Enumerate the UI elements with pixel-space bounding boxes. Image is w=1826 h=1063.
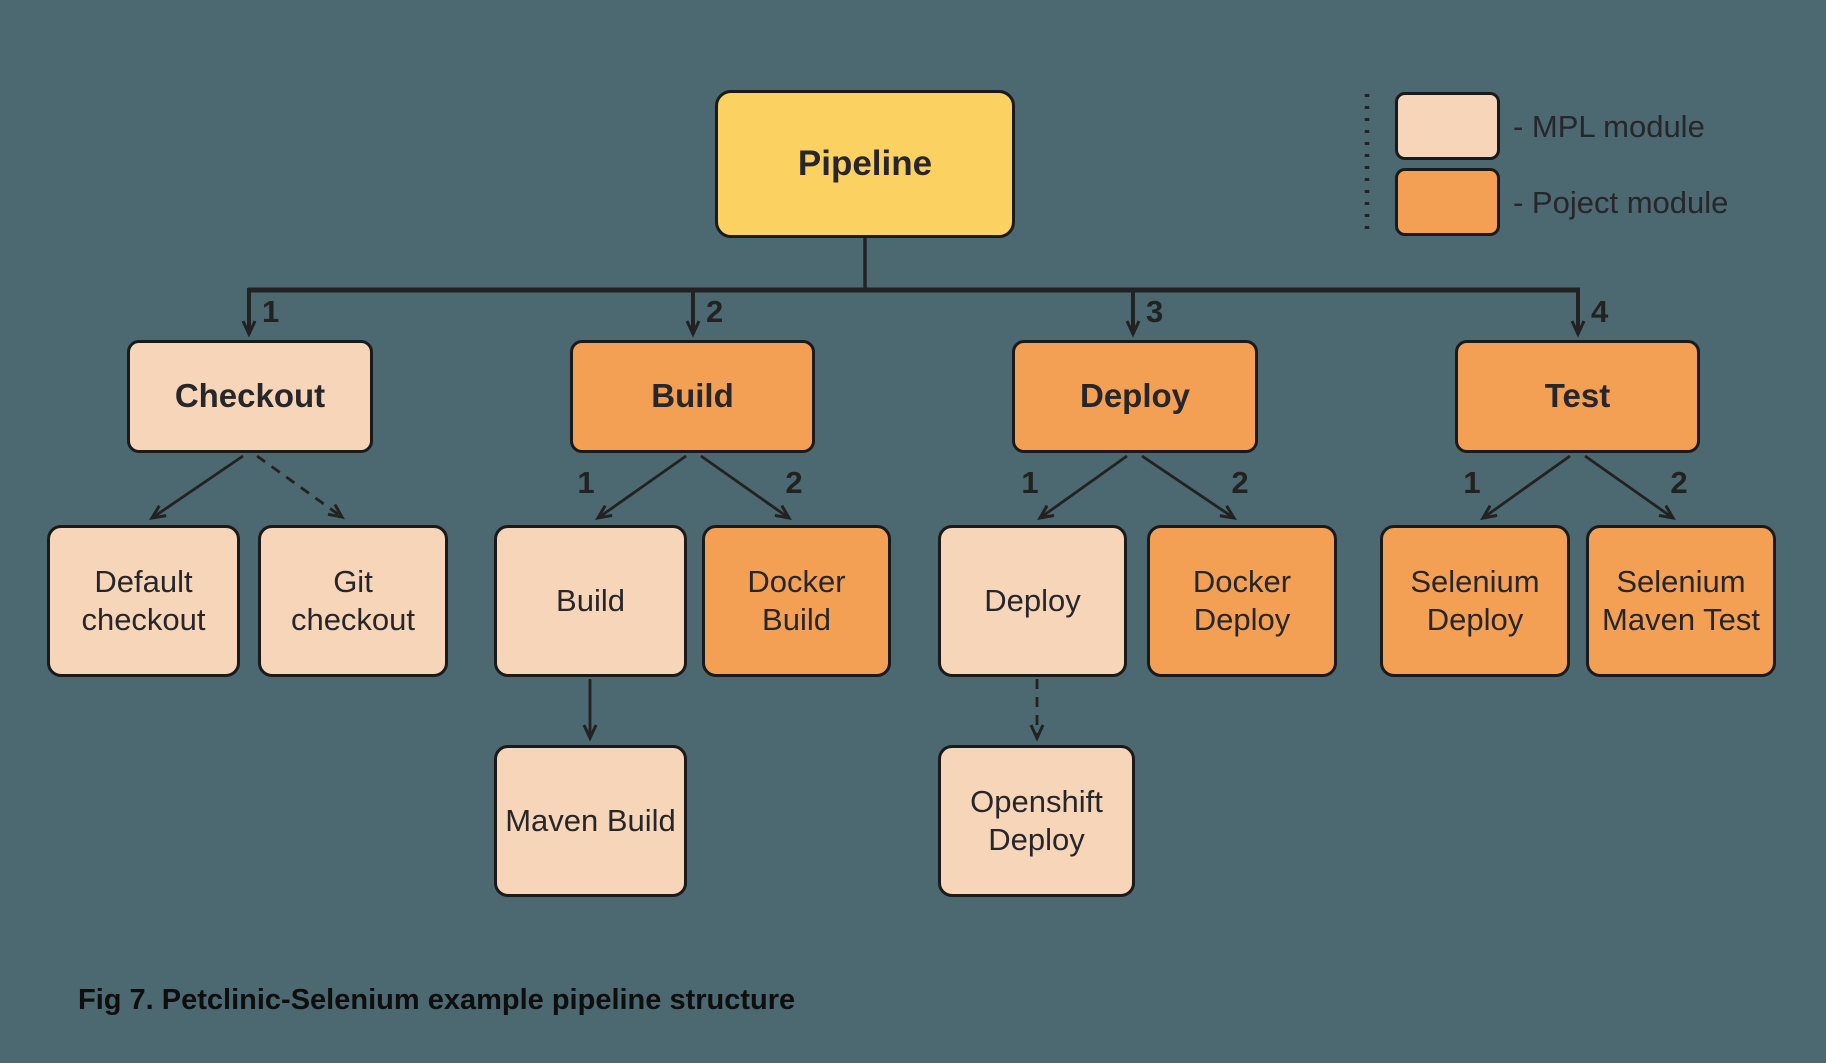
child-number-test-2: 2 xyxy=(1670,465,1688,500)
branch-number-checkout: 1 xyxy=(262,294,280,329)
node-pipeline: Pipeline xyxy=(715,90,1015,238)
stage-build: Build xyxy=(570,340,815,453)
figure-caption: Fig 7. Petclinic-Selenium example pipeli… xyxy=(78,984,796,1016)
edge-deploy-deploy xyxy=(1037,454,1128,521)
child-number-build-2: 2 xyxy=(785,465,803,500)
edge-test-selenium-maven xyxy=(1584,454,1676,521)
child-number-deploy-1: 1 xyxy=(1021,465,1039,500)
legend-swatch-mpl-module xyxy=(1395,92,1500,160)
node-docker-build: Docker Build xyxy=(702,525,891,677)
legend-swatch-project-module xyxy=(1395,168,1500,236)
branch-number-build: 2 xyxy=(706,294,724,329)
stage-deploy: Deploy xyxy=(1012,340,1258,453)
legend-label-mpl-module: - MPL module xyxy=(1513,109,1705,144)
edge-build-docker xyxy=(700,454,792,521)
node-deploy: Deploy xyxy=(938,525,1127,677)
child-number-deploy-2: 2 xyxy=(1231,465,1249,500)
edge-checkout-git xyxy=(256,454,345,520)
node-openshift-deploy: Openshift Deploy xyxy=(938,745,1135,897)
stage-checkout: Checkout xyxy=(127,340,373,453)
child-number-build-1: 1 xyxy=(577,465,595,500)
node-maven-build: Maven Build xyxy=(494,745,687,897)
node-git-checkout: Git checkout xyxy=(258,525,448,677)
node-build: Build xyxy=(494,525,687,677)
branch-number-test: 4 xyxy=(1591,294,1609,329)
legend-label-project-module: - Poject module xyxy=(1513,185,1729,220)
node-default-checkout: Default checkout xyxy=(47,525,240,677)
edge-checkout-default xyxy=(149,454,244,521)
branch-number-deploy: 3 xyxy=(1146,294,1164,329)
node-selenium-deploy: Selenium Deploy xyxy=(1380,525,1570,677)
edge-build-build xyxy=(595,454,687,521)
edge-test-selenium-deploy xyxy=(1480,454,1571,521)
stage-test: Test xyxy=(1455,340,1700,453)
node-docker-deploy: Docker Deploy xyxy=(1147,525,1337,677)
node-selenium-maven-test: Selenium Maven Test xyxy=(1586,525,1776,677)
edge-deploy-docker xyxy=(1141,454,1237,521)
child-number-test-1: 1 xyxy=(1463,465,1481,500)
